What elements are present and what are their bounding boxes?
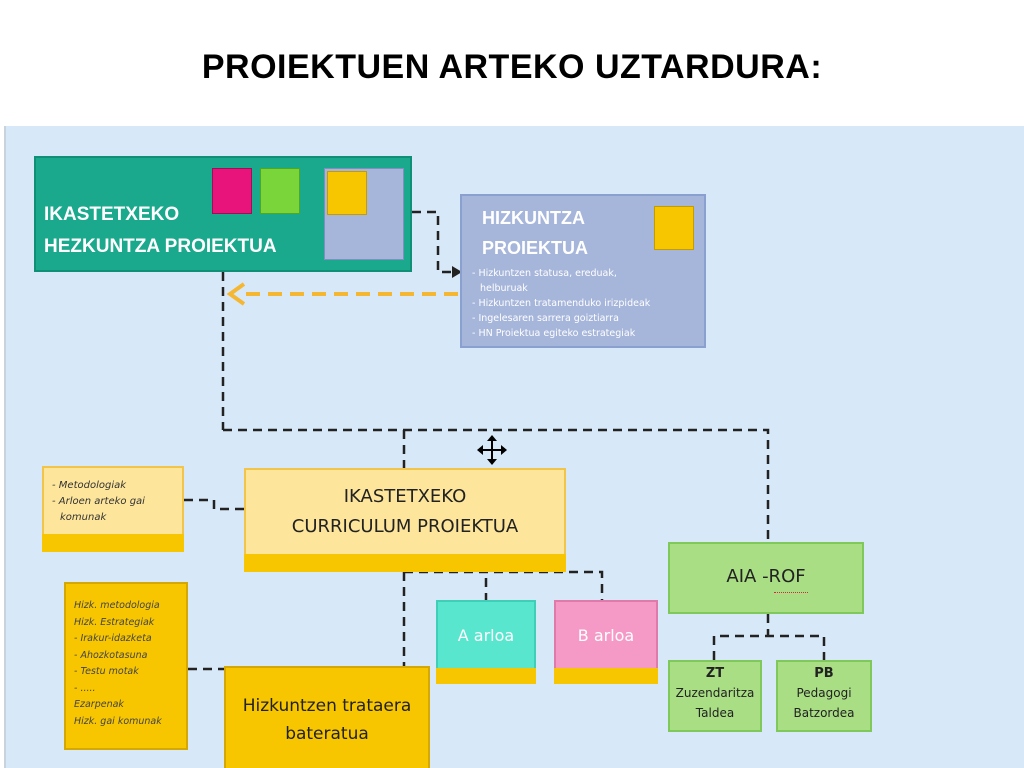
htb-line2: bateratua [285, 724, 369, 744]
aia-rof-label: AIA -ROF [726, 566, 806, 587]
icp-box: IKASTETXEKO CURRICULUM PROIEKTUA [244, 468, 566, 572]
ihp-magenta-square [212, 168, 252, 214]
hp-bullet: - Hizkuntzen tratamenduko irizpideak [472, 298, 651, 309]
ihp-yellow-square [327, 171, 367, 215]
metodologiak-item: - Metodologiak [52, 480, 127, 491]
hp-box: HIZKUNTZA PROIEKTUA - Hizkuntzen statusa… [460, 194, 706, 348]
diagram-canvas: IKASTETXEKO HEZKUNTZA PROIEKTUA HIZKUNTZ… [4, 126, 1024, 768]
hp-yellow-square [654, 206, 694, 250]
connector-ihp-hp [412, 210, 452, 274]
arrowhead-hp [452, 266, 462, 278]
hizk-list-item: Hizk. metodologia [74, 600, 160, 611]
arrowhead-ihp-return [226, 282, 246, 306]
aia-rof-box: AIA -ROF [668, 542, 864, 614]
ihp-box: IKASTETXEKO HEZKUNTZA PROIEKTUA [34, 156, 412, 272]
a-arloa-label: A arloa [457, 626, 515, 645]
connector-lines [184, 210, 826, 671]
metodologiak-list: - Metodologiak - Arloen arteko gai komun… [52, 478, 145, 526]
icp-footer [244, 554, 566, 572]
ihp-green-square [260, 168, 300, 214]
pb-line3: Batzordea [793, 706, 855, 720]
b-arloa-box: B arloa [554, 600, 658, 684]
hp-line2: PROIEKTUA [482, 238, 589, 258]
connector-aia-split [712, 634, 826, 660]
zt-line2: Zuzendaritza [675, 686, 755, 700]
page-title: PROIEKTUEN ARTEKO UZTARDURA: [201, 48, 823, 86]
zt-box: ZT Zuzendaritza Taldea [668, 660, 762, 732]
aia-rof-underline [774, 592, 808, 593]
metodologiak-item: - Arloen arteko gai [52, 496, 145, 507]
hizk-list-item: Ezarpenak [74, 699, 124, 710]
hizk-list-item: - Irakur-idazketa [74, 633, 152, 644]
zt-line1: ZT [705, 666, 725, 681]
hizk-list-item: Hizk. gai komunak [74, 715, 162, 727]
b-arloa-label: B arloa [577, 626, 635, 645]
hizk-list-item: - ..... [74, 682, 96, 694]
hizk-list: Hizk. metodologia Hizk. Estrategiak - Ir… [74, 598, 162, 730]
ihp-line1: IKASTETXEKO [44, 204, 180, 225]
hizk-list-item: - Testu motak [74, 666, 139, 677]
htb-line1: Hizkuntzen trataera [242, 696, 412, 716]
icp-line1: IKASTETXEKO [343, 486, 467, 507]
hizk-list-item: Hizk. Estrategiak [74, 616, 155, 628]
pb-box: PB Pedagogi Batzordea [776, 660, 872, 732]
ihp-lavender-panel [324, 168, 404, 260]
icp-line2: CURRICULUM PROIEKTUA [291, 516, 519, 537]
pb-line1: PB [814, 666, 834, 681]
hizk-list-box: Hizk. metodologia Hizk. Estrategiak - Ir… [64, 582, 188, 750]
move-cursor-icon [477, 435, 507, 465]
hizk-list-item: - Ahozkotasuna [74, 649, 148, 661]
a-arloa-footer [436, 668, 536, 684]
pb-line2: Pedagogi [796, 686, 852, 700]
metodologiak-item: komunak [60, 512, 107, 523]
htb-box: Hizkuntzen trataera bateratua [224, 666, 430, 768]
hp-bullet: - HN Proiektua egiteko estrategiak [472, 328, 636, 339]
b-arloa-footer [554, 668, 658, 684]
connector-icp-arloak [404, 570, 604, 600]
metodologiak-footer [42, 534, 184, 552]
ihp-line2: HEZKUNTZA PROIEKTUA [44, 236, 277, 257]
zt-line3: Taldea [695, 706, 735, 720]
connector-metod-icp [184, 498, 244, 511]
hp-bullet: - Hizkuntzen statusa, ereduak, [472, 268, 617, 279]
hp-line1: HIZKUNTZA [482, 208, 585, 228]
hp-bullet: helburuak [480, 283, 528, 294]
hp-bullet: - Ingelesaren sarrera goiztiarra [472, 313, 619, 324]
metodologiak-box: - Metodologiak - Arloen arteko gai komun… [42, 466, 184, 552]
hp-bullet-list: - Hizkuntzen statusa, ereduak, helburuak… [472, 266, 650, 341]
a-arloa-box: A arloa [436, 600, 536, 684]
